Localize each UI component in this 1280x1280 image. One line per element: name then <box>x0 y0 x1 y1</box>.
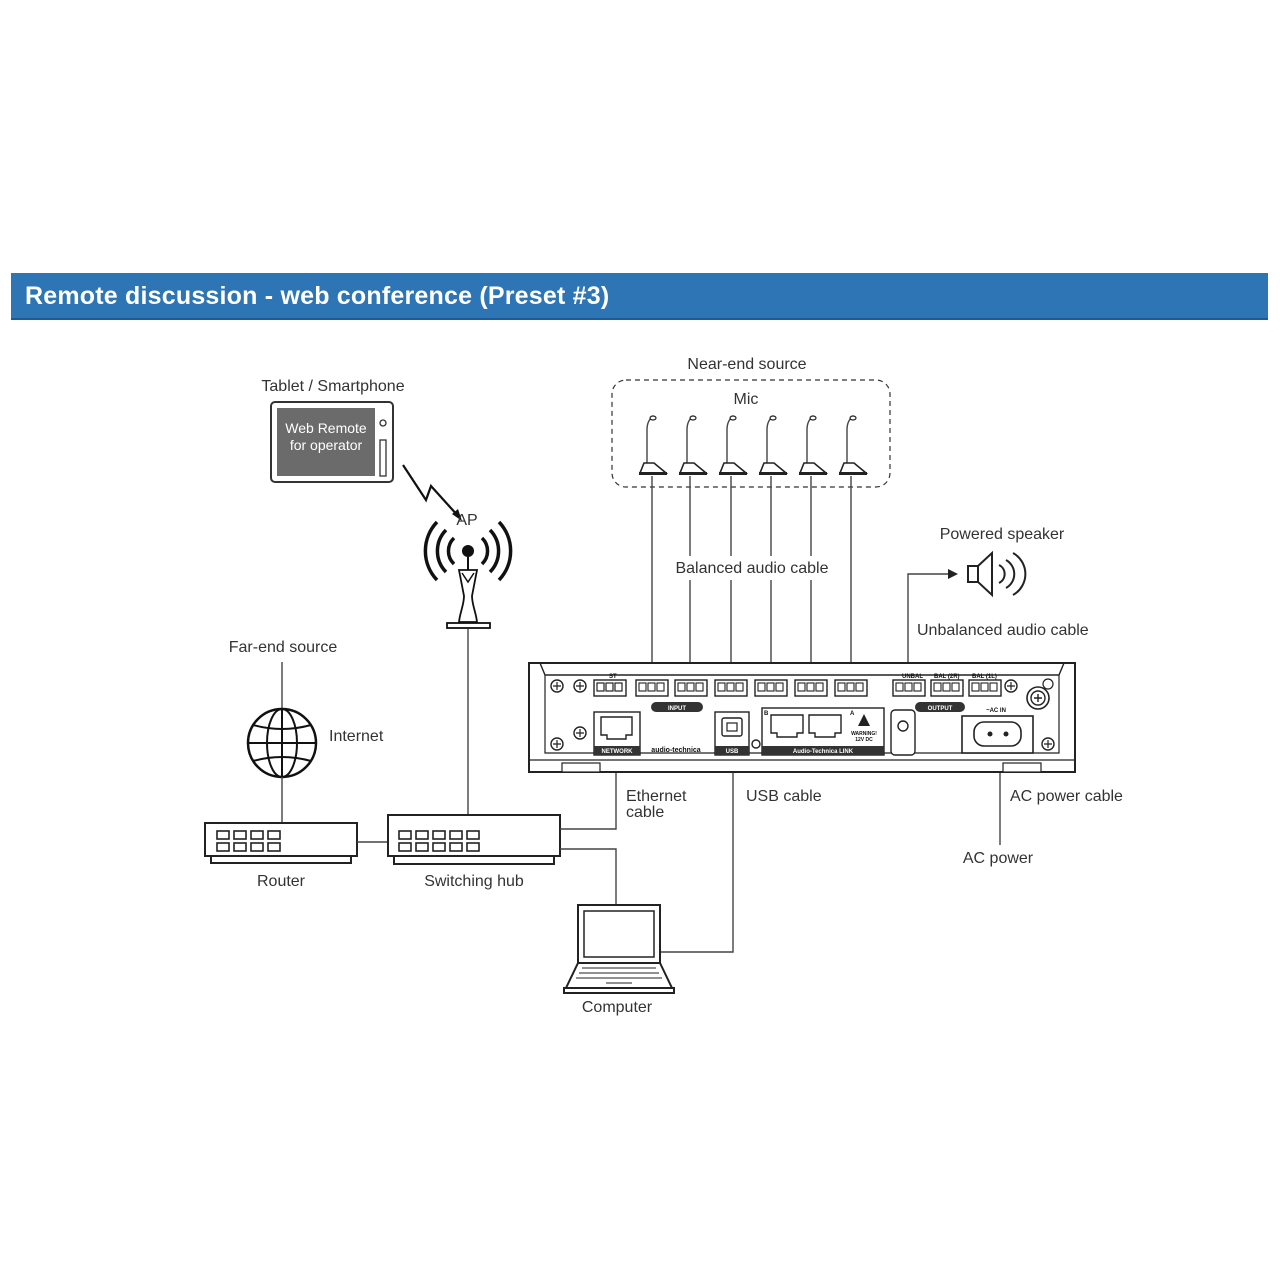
near-end-source-group <box>611 379 891 488</box>
link-label: Audio-Technica LINK <box>793 749 854 755</box>
warning-line-2: 12V DC <box>855 737 873 743</box>
web-remote-line-1: Web Remote <box>285 420 367 436</box>
microphone-icon <box>798 415 829 475</box>
unbalanced-audio-cable-label: Unbalanced audio cable <box>917 622 1089 639</box>
hub-to-computer-cable <box>560 848 617 905</box>
microphone-icon <box>838 415 869 475</box>
router-icon <box>204 822 358 864</box>
dc-connector <box>890 709 916 756</box>
ac-in-label: ~AC IN <box>986 708 1006 714</box>
port-b-label: B <box>764 711 769 717</box>
port-a-label: A <box>850 711 855 717</box>
brand-logo: audio-technica <box>651 747 701 754</box>
wifi-antenna-icon <box>423 520 513 629</box>
input-label: INPUT <box>668 706 686 712</box>
computer-label: Computer <box>582 999 653 1016</box>
network-label: NETWORK <box>602 749 634 755</box>
output-connectors <box>892 679 1002 697</box>
input-badge <box>651 702 703 712</box>
microphone-icon <box>678 415 709 475</box>
balanced-audio-cables <box>646 476 857 687</box>
microphone-icon <box>718 415 749 475</box>
microphone-group <box>638 415 869 475</box>
warning-line-1: WARNING! <box>851 731 877 737</box>
laptop-icon <box>563 904 675 994</box>
microphone-icon <box>638 415 669 475</box>
ac-power-cable-label: AC power cable <box>1010 788 1123 805</box>
bal-2r-label: BAL (2R) <box>934 674 960 680</box>
microphone-icon <box>758 415 789 475</box>
speaker-icon <box>967 550 1027 598</box>
unbal-label: UNBAL <box>902 674 923 680</box>
switching-hub-label: Switching hub <box>424 873 524 890</box>
bal-1l-label: BAL (1L) <box>972 674 997 680</box>
ap-label: AP <box>456 512 477 529</box>
usb-cable-label: USB cable <box>746 788 822 805</box>
usb-label: USB <box>726 749 739 755</box>
ethernet-cable-label-line-1: Ethernet <box>626 788 687 805</box>
usb-cable <box>660 743 734 953</box>
near-end-source-label: Near-end source <box>687 356 806 373</box>
mic-label: Mic <box>734 391 759 408</box>
far-end-source-label: Far-end source <box>229 639 338 656</box>
globe-icon <box>246 707 318 779</box>
page-title: Remote discussion - web conference (Pres… <box>25 282 610 310</box>
ethernet-cable-label-line-2: cable <box>626 804 664 821</box>
wireless-link-icon <box>402 464 460 518</box>
title-bar: Remote discussion - web conference (Pres… <box>11 273 1268 320</box>
tablet-screen <box>277 408 375 476</box>
router-label: Router <box>257 873 306 890</box>
switching-hub-icon <box>387 814 561 865</box>
st-label: ST <box>609 674 617 680</box>
output-badge <box>915 702 965 712</box>
output-label: OUTPUT <box>928 706 953 712</box>
web-remote-line-2: for operator <box>290 437 363 453</box>
input-connectors <box>635 679 868 697</box>
balanced-audio-cable-label: Balanced audio cable <box>675 560 828 577</box>
ac-power-label: AC power <box>963 850 1034 867</box>
tablet-label: Tablet / Smartphone <box>261 378 404 395</box>
unbalanced-audio-cable <box>907 573 950 681</box>
tablet-icon <box>270 401 394 483</box>
audio-device-rear-panel: ST INPUT UNBAL BAL (2R) B A <box>528 662 1076 773</box>
powered-speaker-label: Powered speaker <box>940 526 1065 543</box>
internet-label: Internet <box>329 728 384 745</box>
